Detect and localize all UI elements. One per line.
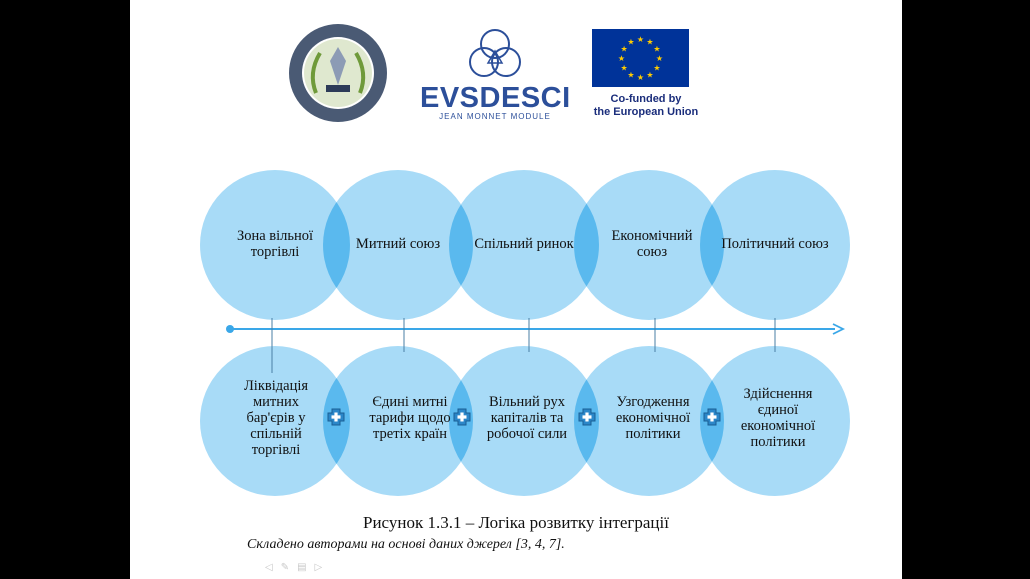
bottom-stage-label: Ліквідація митних бар'єрів у спільній то… <box>243 378 309 458</box>
bottom-stage-circle <box>574 346 724 496</box>
nav-menu-icon[interactable]: ▤ <box>297 562 307 573</box>
bottom-stage-label: Вільний рух капіталів та робочої сили <box>486 394 568 442</box>
figure-caption: Рисунок 1.3.1 – Логіка розвитку інтеграц… <box>363 513 669 532</box>
slide: EVSDESCI JEAN MONNET MODULE ★★★★★★★★★★★★… <box>130 0 902 579</box>
evsdesci-logo: EVSDESCI JEAN MONNET MODULE <box>420 27 570 127</box>
bottom-stage-label: Здійснення єдиної економічної політики <box>740 386 816 450</box>
bottom-stage-circle <box>323 346 473 496</box>
institute-seal-logo <box>288 23 388 123</box>
eu-cofunded-logo: ★★★★★★★★★★★★ Co-funded by the European U… <box>592 29 702 124</box>
top-stage-circle <box>449 170 599 320</box>
eu-line-1: Co-funded by <box>610 93 682 105</box>
bottom-stage-circle <box>449 346 599 496</box>
top-stage-circle <box>323 170 473 320</box>
top-stage-label: Митний союз <box>355 236 441 252</box>
bottom-stage-label: Узгодження економічної політики <box>615 394 691 442</box>
eu-star-icon: ★ <box>637 35 644 44</box>
top-stage-label: Економічний союз <box>611 228 693 260</box>
eu-star-icon: ★ <box>653 64 660 73</box>
integration-diagram <box>200 170 850 496</box>
bottom-stage-circle <box>700 346 850 496</box>
evsdesci-title: EVSDESCI <box>420 82 571 114</box>
logo-bar: EVSDESCI JEAN MONNET MODULE ★★★★★★★★★★★★… <box>130 0 902 140</box>
eu-star-icon: ★ <box>627 70 634 79</box>
eu-line-2: the European Union <box>593 106 699 118</box>
eu-star-icon: ★ <box>646 38 653 47</box>
eu-star-icon: ★ <box>637 73 644 82</box>
timeline-arrow-icon <box>832 323 846 335</box>
eu-star-icon: ★ <box>646 70 653 79</box>
slide-nav: ◁ ✎ ▤ ▷ <box>265 562 322 573</box>
eu-star-icon: ★ <box>627 38 634 47</box>
top-stage-circle <box>200 170 350 320</box>
plus-icon-inner <box>331 412 341 422</box>
figure-source: Складено авторами на основі даних джерел… <box>247 537 565 552</box>
nav-back-icon[interactable]: ◁ <box>265 562 273 573</box>
bottom-stage-label: Єдині митні тарифи щодо третіх країн <box>369 394 451 442</box>
eu-star-icon: ★ <box>618 54 625 63</box>
eu-star-icon: ★ <box>620 45 627 54</box>
eu-star-icon: ★ <box>653 45 660 54</box>
plus-icon-inner <box>457 412 467 422</box>
nav-pen-icon[interactable]: ✎ <box>280 562 290 573</box>
bottom-stage-circle <box>200 346 350 496</box>
top-stage-label: Політичний союз <box>721 236 829 252</box>
eu-star-icon: ★ <box>656 54 663 63</box>
plus-icon-inner <box>582 412 592 422</box>
top-stage-circle <box>574 170 724 320</box>
eu-cofunded-text: Co-funded by the European Union <box>584 93 708 119</box>
nav-forward-icon[interactable]: ▷ <box>314 562 323 573</box>
evsdesci-subtitle: JEAN MONNET MODULE <box>439 112 551 121</box>
eu-flag-icon: ★★★★★★★★★★★★ <box>592 29 689 87</box>
top-stage-label: Спільний ринок <box>474 236 574 252</box>
timeline-start-dot <box>226 325 234 333</box>
plus-icon-inner <box>707 412 717 422</box>
eu-star-icon: ★ <box>620 64 627 73</box>
top-stage-circle <box>700 170 850 320</box>
top-stage-label: Зона вільної торгівлі <box>236 228 314 260</box>
